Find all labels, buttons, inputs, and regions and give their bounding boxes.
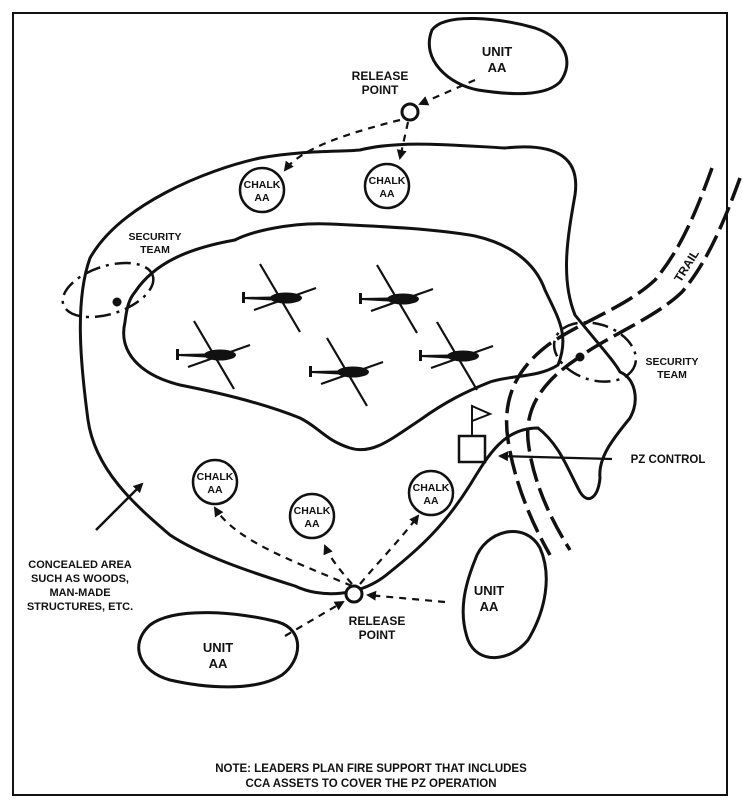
release-point-icon-bottom xyxy=(346,586,362,602)
svg-text:AA: AA xyxy=(304,518,320,530)
security-team-left-area xyxy=(56,253,160,328)
chalk-2: CHALK AA xyxy=(193,460,237,504)
security-team-left-line2: TEAM xyxy=(140,244,170,256)
unit-right-line2: AA xyxy=(480,599,499,614)
chalk-3: CHALK AA xyxy=(290,494,334,538)
svg-text:AA: AA xyxy=(379,188,395,200)
concealed-area-pointer xyxy=(96,484,142,530)
release-point-icon-top xyxy=(402,104,418,120)
security-team-right-line2: TEAM xyxy=(657,369,687,381)
svg-text:AA: AA xyxy=(254,192,270,204)
svg-text:CHALK: CHALK xyxy=(244,179,281,191)
unit-top-line1: UNIT xyxy=(482,44,512,59)
note-line-2: CCA ASSETS TO COVER THE PZ OPERATION xyxy=(245,778,496,790)
concealed-area-label-1: CONCEALED AREA xyxy=(28,559,132,571)
concealed-area-label-3: MAN-MADE xyxy=(49,587,110,599)
flag-icon xyxy=(472,405,490,436)
release-point-top-line1: RELEASE xyxy=(352,69,409,83)
trail-label: TRAIL xyxy=(671,247,702,284)
release-point-top-line2: POINT xyxy=(362,83,399,97)
release-point-bottom-line1: RELEASE xyxy=(349,614,406,628)
unit-bottom-line2: AA xyxy=(209,656,228,671)
trail xyxy=(507,168,740,555)
helicopter-icon-5 xyxy=(419,322,493,390)
unit-bottom-line1: UNIT xyxy=(203,640,233,655)
svg-text:CHALK: CHALK xyxy=(197,471,234,483)
helicopter-icon-3 xyxy=(176,321,250,389)
movement-routes xyxy=(215,80,475,636)
concealed-area-label-2: SUCH AS WOODS, xyxy=(31,573,129,585)
unit-top-line2: AA xyxy=(488,60,507,75)
svg-text:CHALK: CHALK xyxy=(294,505,331,517)
unit-right-line1: UNIT xyxy=(474,583,504,598)
pickup-zone-clearing xyxy=(124,224,563,450)
svg-text:AA: AA xyxy=(423,495,439,507)
pz-control-point xyxy=(459,436,485,462)
chalk-4: CHALK AA xyxy=(409,471,453,515)
svg-text:CHALK: CHALK xyxy=(413,482,450,494)
chalk-0: CHALK AA xyxy=(240,168,284,212)
helicopter-icon-4 xyxy=(309,338,383,406)
helicopter-icon-1 xyxy=(242,264,316,332)
note-line-1: NOTE: LEADERS PLAN FIRE SUPPORT THAT INC… xyxy=(215,763,527,775)
helicopter-icon-2 xyxy=(359,265,433,333)
security-team-right-line1: SECURITY xyxy=(645,356,698,368)
chalk-1: CHALK AA xyxy=(365,164,409,208)
concealed-area-label-4: STRUCTURES, ETC. xyxy=(27,601,133,613)
security-team-left-position xyxy=(113,298,122,307)
release-point-bottom-line2: POINT xyxy=(359,628,396,642)
security-team-left-line1: SECURITY xyxy=(128,231,181,243)
svg-text:AA: AA xyxy=(207,484,223,496)
security-team-right-position xyxy=(576,353,585,362)
pz-control-label: PZ CONTROL xyxy=(631,454,706,466)
pz-control-pointer xyxy=(500,456,612,459)
svg-text:CHALK: CHALK xyxy=(369,175,406,187)
